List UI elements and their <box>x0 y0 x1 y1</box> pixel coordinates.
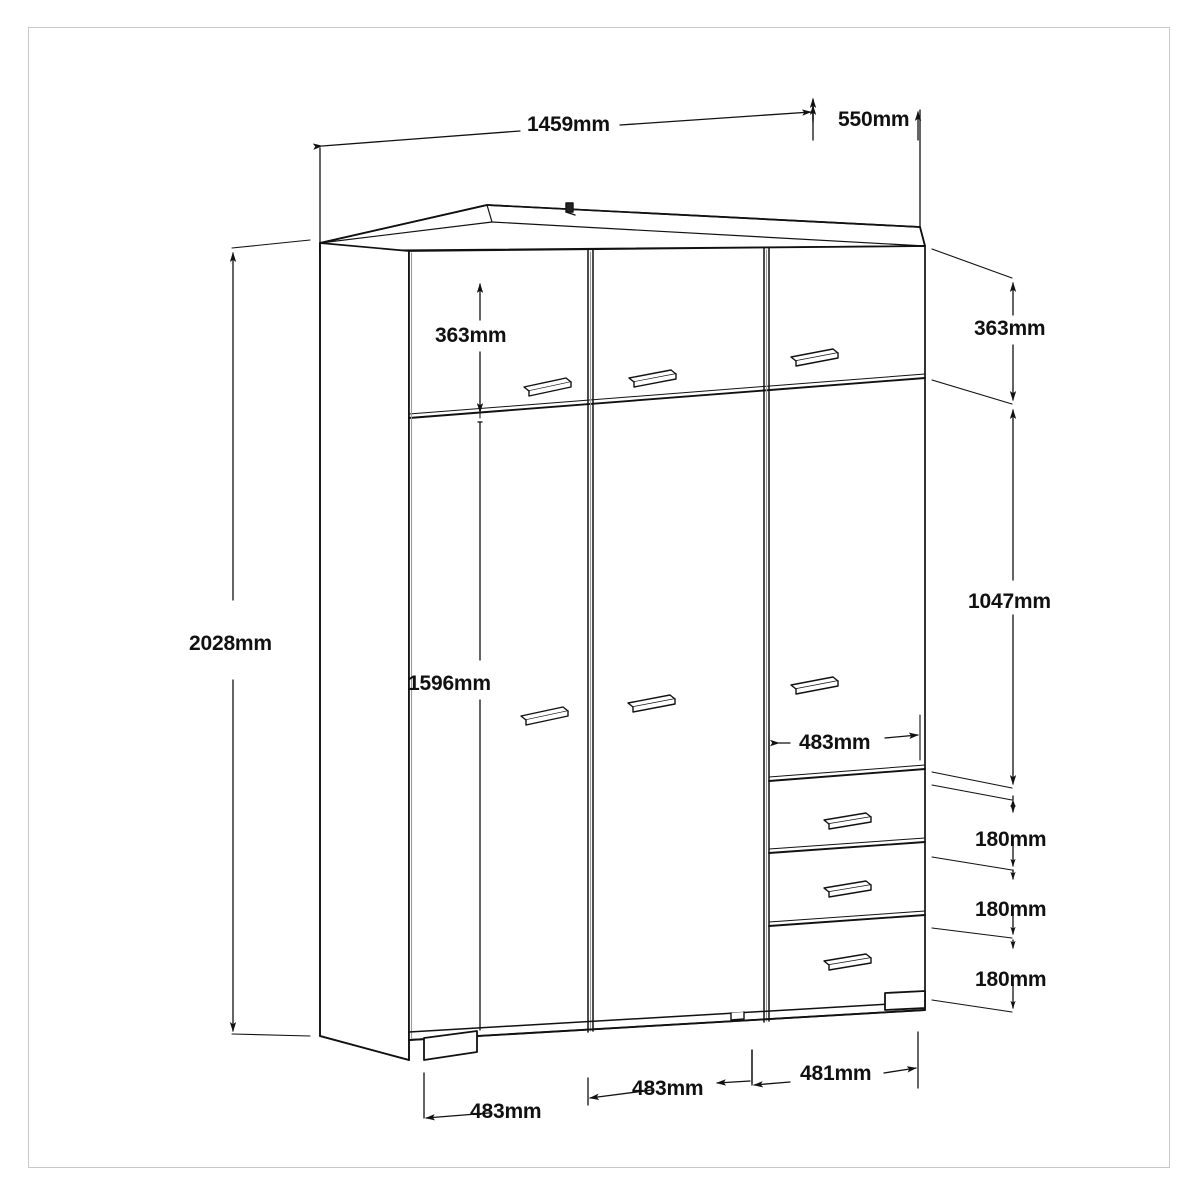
top-panel <box>319 204 926 252</box>
divider-upper <box>408 377 926 419</box>
handle-drawer-middle <box>823 880 872 898</box>
handle-lower-left-door <box>520 706 569 726</box>
dim-drawer-3-height <box>931 939 1016 1013</box>
base-rail-top <box>408 1001 926 1033</box>
door-gaps <box>587 247 770 1033</box>
divider-upper-edge <box>408 373 926 415</box>
dim-label-right-door-width: 483mm <box>799 731 871 754</box>
divider-drawer-2 <box>768 914 926 927</box>
dim-upper-right-door-height <box>931 248 1017 405</box>
dim-label-upper-left-door: 363mm <box>435 324 507 347</box>
handle-upper-middle-door <box>628 369 677 388</box>
dim-label-depth: 550mm <box>838 108 910 131</box>
left-side-panel <box>319 242 410 1061</box>
dim-label-lower-left-door: 1596mm <box>408 672 491 695</box>
dim-label-base-width-3: 481mm <box>800 1062 872 1085</box>
door-gap-highlights <box>410 249 768 1039</box>
dim-label-drawer-2: 180mm <box>975 898 1047 921</box>
handle-right-tall-door <box>790 676 839 695</box>
dim-base-width-1 <box>423 1072 589 1121</box>
top-bracket <box>565 202 576 216</box>
foot-middle-tab <box>730 1011 745 1021</box>
dim-label-right-tall-door: 1047mm <box>968 590 1051 613</box>
dim-label-drawer-3: 180mm <box>975 968 1047 991</box>
handle-lower-middle-door <box>627 694 676 713</box>
dim-label-overall-height: 2028mm <box>189 632 272 655</box>
dim-label-drawer-1: 180mm <box>975 828 1047 851</box>
foot-front-left <box>423 1030 478 1061</box>
door-handles <box>520 348 839 726</box>
handle-drawer-top <box>823 812 872 830</box>
dim-depth <box>809 98 922 228</box>
dim-label-base-width-2: 483mm <box>632 1077 704 1100</box>
divider-drawer-1 <box>768 841 926 854</box>
divider-drawer-1-edge <box>768 837 926 850</box>
drawer-handles <box>823 812 872 971</box>
handle-drawer-bottom <box>823 953 872 971</box>
dim-base-width-3 <box>751 1031 919 1089</box>
handle-upper-left-door <box>523 377 572 397</box>
divider-right-door-bottom-edge <box>768 764 926 778</box>
cabinet-body <box>319 202 926 1061</box>
dim-overall-height <box>229 239 311 1037</box>
divider-right-door-bottom <box>768 768 926 782</box>
divider-drawer-2-edge <box>768 910 926 923</box>
dim-label-upper-right-door: 363mm <box>974 317 1046 340</box>
handle-upper-right-door <box>790 348 839 367</box>
base-rail-bottom <box>408 1009 926 1041</box>
dim-right-tall-door-height <box>931 409 1017 789</box>
dim-right-door-width <box>768 714 921 761</box>
dim-drawer-2-height <box>931 869 1016 939</box>
dim-label-overall-width: 1459mm <box>527 113 610 136</box>
dim-drawer-1-height <box>931 784 1016 871</box>
dim-label-base-width-1: 483mm <box>470 1100 542 1123</box>
foot-front-right <box>884 990 926 1011</box>
